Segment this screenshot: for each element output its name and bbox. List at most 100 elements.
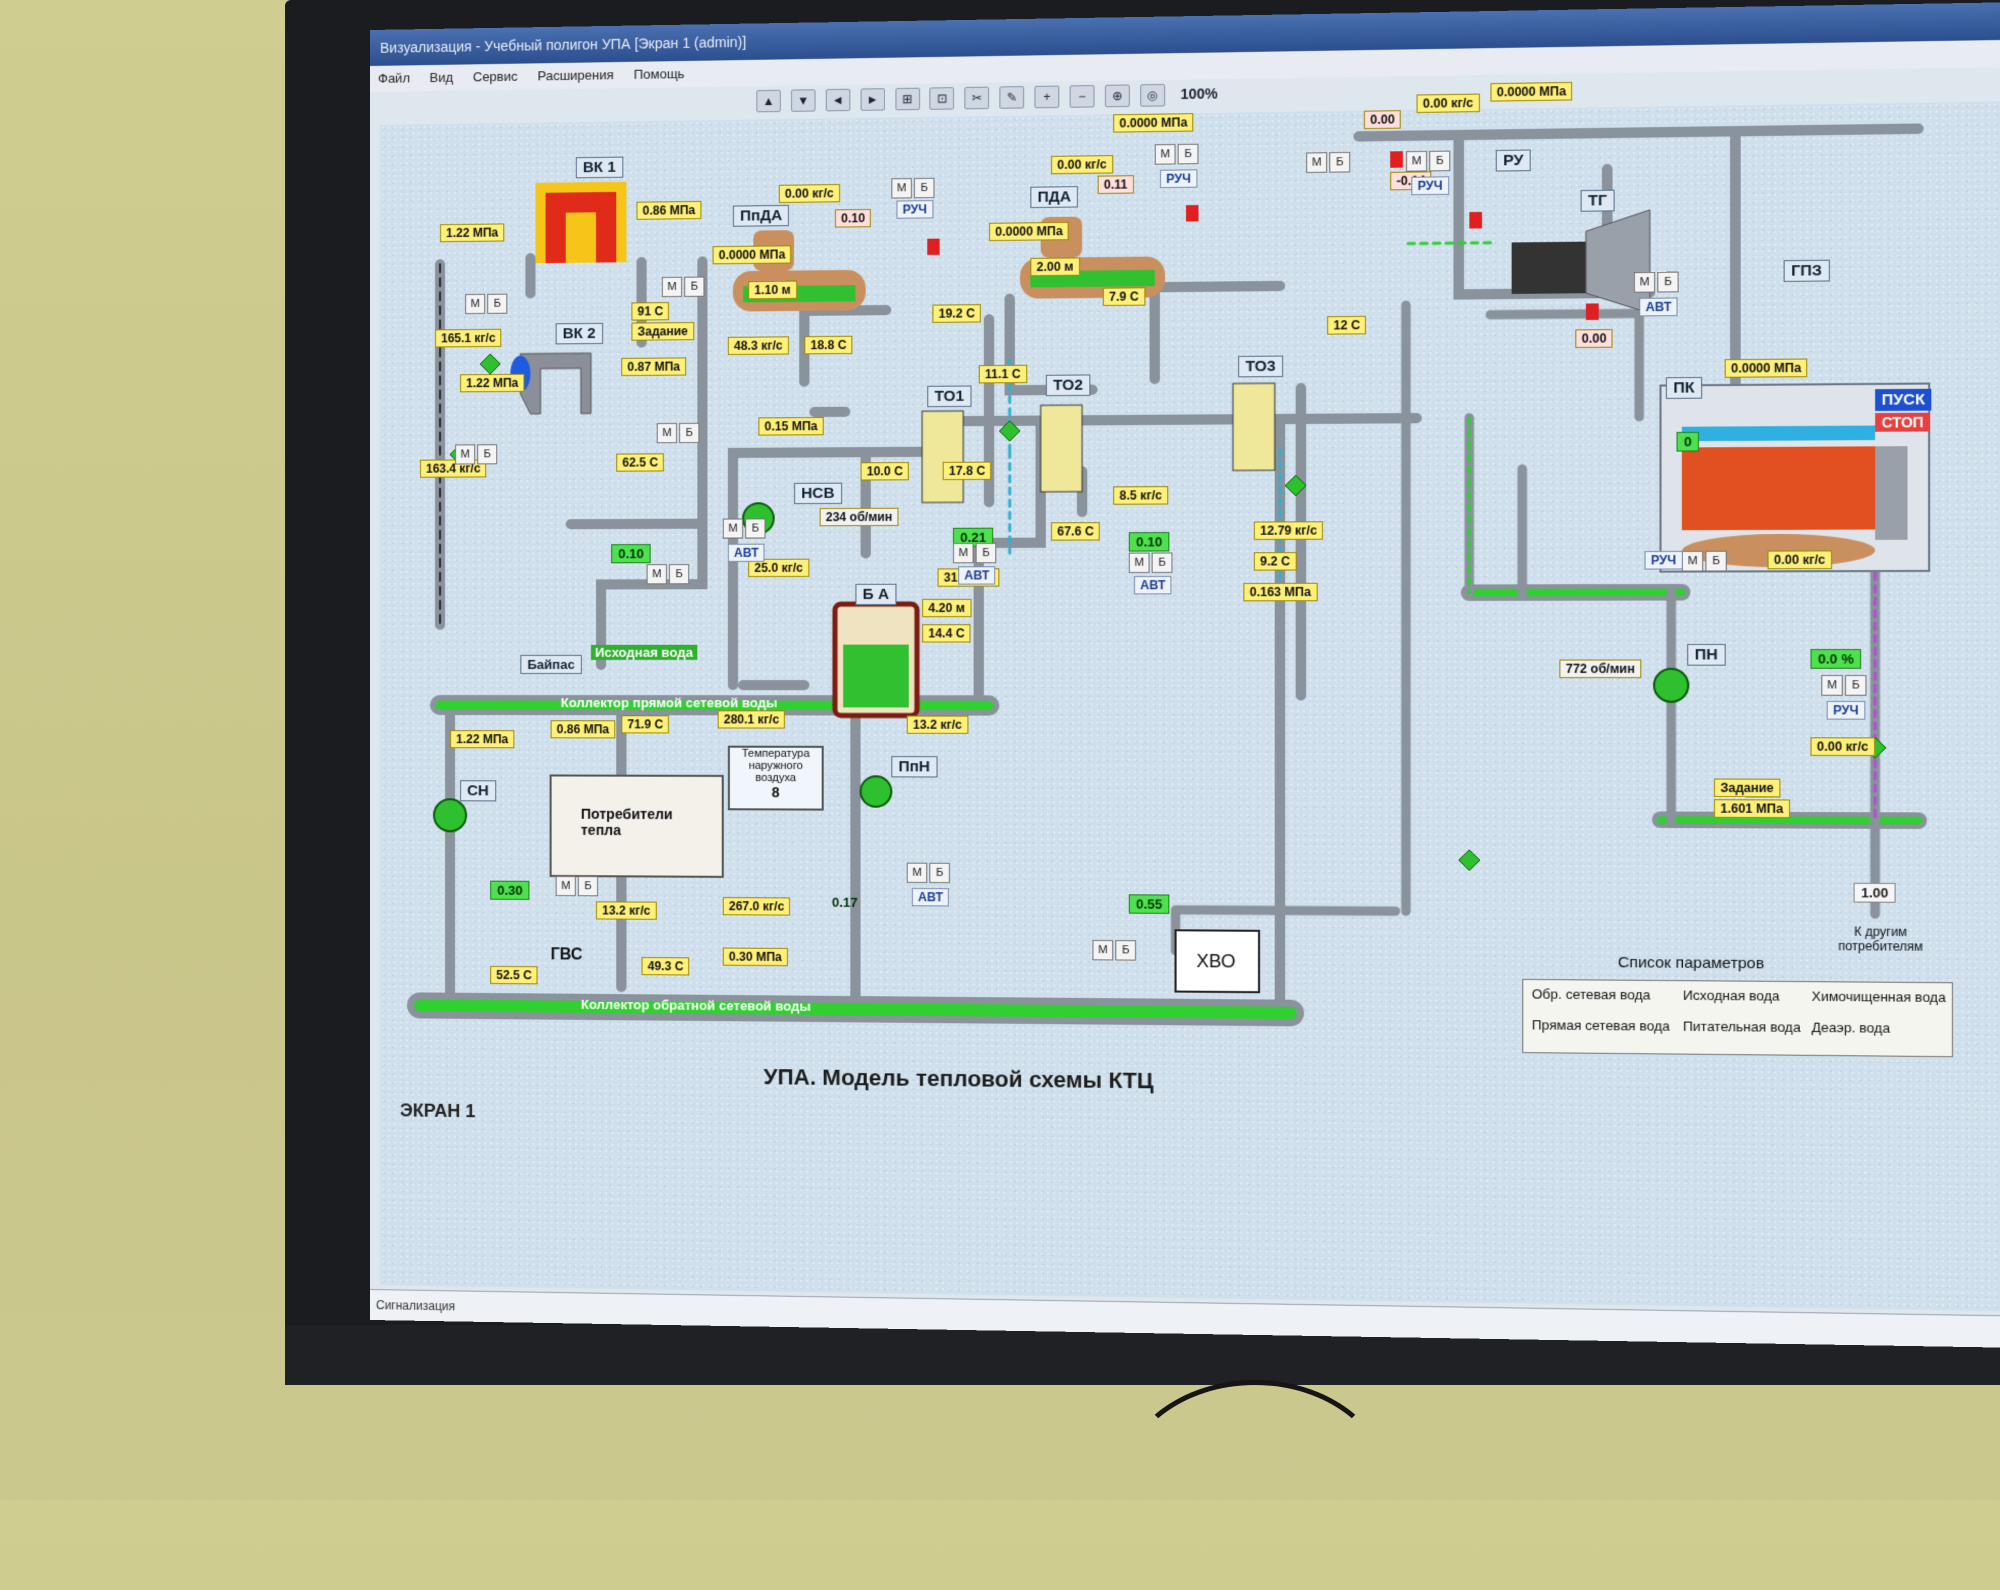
manual-m[interactable]: М <box>1633 271 1656 293</box>
zoom-area-icon[interactable]: ⊕ <box>1104 84 1130 108</box>
manual-b[interactable]: Б <box>684 276 705 297</box>
menu-service[interactable]: Сервис <box>472 68 518 85</box>
manual-b[interactable]: Б <box>1429 150 1451 172</box>
menu-view[interactable]: Вид <box>429 69 454 86</box>
condenser-pk[interactable] <box>1660 384 1929 572</box>
arrow-up-icon[interactable]: ▲ <box>756 89 781 113</box>
arrow-left-icon[interactable]: ◄ <box>825 88 851 112</box>
gpz-avt-button[interactable]: АВТ <box>1639 297 1678 317</box>
manual-b[interactable]: Б <box>668 564 690 585</box>
manual-b[interactable]: Б <box>929 862 950 884</box>
ppda-ruch-button[interactable]: РУЧ <box>896 200 934 219</box>
heat-exchanger-to2[interactable] <box>1041 405 1082 492</box>
manual-m[interactable]: М <box>1821 675 1843 696</box>
ppn-avt-button[interactable]: АВТ <box>911 887 950 907</box>
start-button[interactable]: ПУСК <box>1875 388 1932 411</box>
valve-010b-avt-button[interactable]: АВТ <box>1133 575 1172 595</box>
hvo-box[interactable] <box>1176 930 1259 992</box>
zoom-reset-icon[interactable]: ◎ <box>1139 83 1165 107</box>
stop-button[interactable]: СТОП <box>1875 412 1931 432</box>
manual-b[interactable]: Б <box>1151 552 1173 573</box>
manual-b[interactable]: Б <box>913 177 935 199</box>
manual-b[interactable]: Б <box>577 876 599 897</box>
manual-b[interactable]: Б <box>1115 940 1137 961</box>
menu-help[interactable]: Помощь <box>633 66 685 82</box>
pump-sn[interactable] <box>434 799 466 831</box>
tg-ruch-button[interactable]: РУЧ <box>1411 176 1449 196</box>
pda-ruch-button[interactable]: РУЧ <box>1159 169 1198 189</box>
manual-m[interactable]: М <box>722 518 744 539</box>
manual-b[interactable]: Б <box>745 518 766 539</box>
manual-b[interactable]: Б <box>487 293 508 314</box>
tank-ba[interactable] <box>835 604 917 716</box>
menu-extensions[interactable]: Расширения <box>537 67 614 84</box>
manual-m[interactable]: М <box>1405 150 1428 172</box>
manual-m[interactable]: М <box>646 564 667 585</box>
pk-ruch-button[interactable]: РУЧ <box>1644 550 1683 570</box>
pn-ruch-button[interactable]: РУЧ <box>1826 700 1866 720</box>
heat-exchanger-to1[interactable] <box>922 411 963 503</box>
pump-pn[interactable] <box>1654 669 1688 702</box>
manual-m[interactable]: М <box>555 875 576 897</box>
valve-pda-steam[interactable] <box>1185 205 1199 222</box>
pn-setpoint[interactable]: Задание <box>1713 778 1781 798</box>
manual-b[interactable]: Б <box>1844 675 1867 696</box>
heat-exchanger-to3[interactable] <box>1233 383 1275 470</box>
valve-ppda-steam[interactable] <box>927 238 940 255</box>
edit-icon[interactable]: ✎ <box>999 86 1025 109</box>
manual-m[interactable]: М <box>1306 152 1328 173</box>
valve-vk1[interactable] <box>480 354 500 374</box>
menu-file[interactable]: Файл <box>377 70 410 86</box>
fit-icon[interactable]: ⊡ <box>929 87 955 110</box>
manual-b[interactable]: Б <box>477 444 498 465</box>
arrow-right-icon[interactable]: ► <box>860 88 885 111</box>
pump-ppn[interactable] <box>861 776 892 806</box>
manual-m[interactable]: М <box>1154 144 1176 165</box>
manual-m[interactable]: М <box>465 293 486 315</box>
valve-ppn[interactable] <box>1459 850 1480 871</box>
manual-m[interactable]: М <box>1128 552 1150 574</box>
arrow-down-icon[interactable]: ▼ <box>790 89 816 112</box>
manual-m[interactable]: М <box>1092 939 1114 961</box>
valve-gpz[interactable] <box>1585 303 1599 321</box>
select-icon[interactable]: ⊞ <box>894 87 920 111</box>
manual-m[interactable]: М <box>455 444 476 465</box>
manual-b[interactable]: Б <box>1705 550 1727 572</box>
manual-m[interactable]: М <box>952 542 974 564</box>
manual-m[interactable]: М <box>1681 550 1704 572</box>
manual-m[interactable]: М <box>656 422 678 444</box>
nsv-avt-button[interactable]: АВТ <box>727 543 765 562</box>
tools-icon[interactable]: ✂ <box>964 86 990 110</box>
manual-b[interactable]: Б <box>1329 151 1351 173</box>
manual-b[interactable]: Б <box>975 542 997 564</box>
zoom-in-icon[interactable]: + <box>1034 85 1060 109</box>
manual-b[interactable]: Б <box>1177 143 1199 165</box>
manual-b[interactable]: Б <box>1657 271 1679 293</box>
manual-m[interactable]: М <box>891 178 912 199</box>
valve-021-avt-button[interactable]: АВТ <box>958 566 996 585</box>
manual-b[interactable]: Б <box>679 422 700 444</box>
manual-m[interactable]: М <box>661 276 683 298</box>
manual-m[interactable]: М <box>906 862 928 883</box>
valve-tg[interactable] <box>1469 211 1483 229</box>
zoom-out-icon[interactable]: − <box>1069 85 1095 108</box>
valve-ru[interactable] <box>1390 151 1403 168</box>
